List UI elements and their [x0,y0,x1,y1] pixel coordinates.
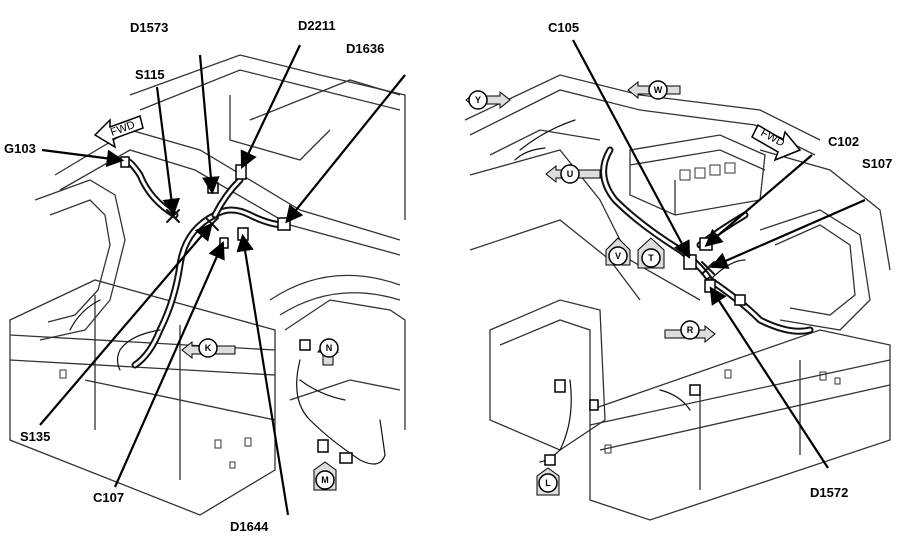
view-letter-r: R [687,325,694,335]
view-arrow-l: L [536,467,560,496]
view-arrow-y: Y [465,90,511,110]
view-letter-n: N [326,343,333,353]
callout-g103: G103 [4,141,36,156]
callout-d1573: D1573 [130,20,168,35]
right-view-drawing [464,74,891,521]
callout-s135: S135 [20,429,50,444]
view-arrow-n: N [316,338,340,366]
view-letter-t: T [648,253,654,263]
view-arrow-w: W [627,80,681,100]
callout-d1636: D1636 [346,41,384,56]
view-letter-v: V [615,251,621,261]
view-arrow-r: R [664,320,716,344]
callout-s107: S107 [862,156,892,171]
view-letter-u: U [567,169,574,179]
leader-lines-right [572,39,866,469]
view-arrow-v: V [605,237,631,266]
view-letter-w: W [654,85,663,95]
view-arrow-m: M [313,461,337,491]
callout-d1644: D1644 [230,519,269,534]
view-letter-k: K [205,343,212,353]
callout-c105: C105 [548,20,579,35]
callout-s115: S115 [135,67,165,82]
view-letter-m: M [321,475,329,485]
callout-c102: C102 [828,134,859,149]
callout-c107: C107 [93,490,124,505]
left-view-drawing [9,54,406,516]
view-arrow-u: U [545,164,601,184]
view-letter-l: L [545,478,551,488]
view-arrow-t: T [637,237,665,269]
view-letter-y: Y [475,95,481,105]
view-arrow-k: K [181,338,236,360]
leader-lines-left [39,44,406,516]
callout-d2211: D2211 [298,18,336,33]
callout-d1572: D1572 [810,485,848,500]
